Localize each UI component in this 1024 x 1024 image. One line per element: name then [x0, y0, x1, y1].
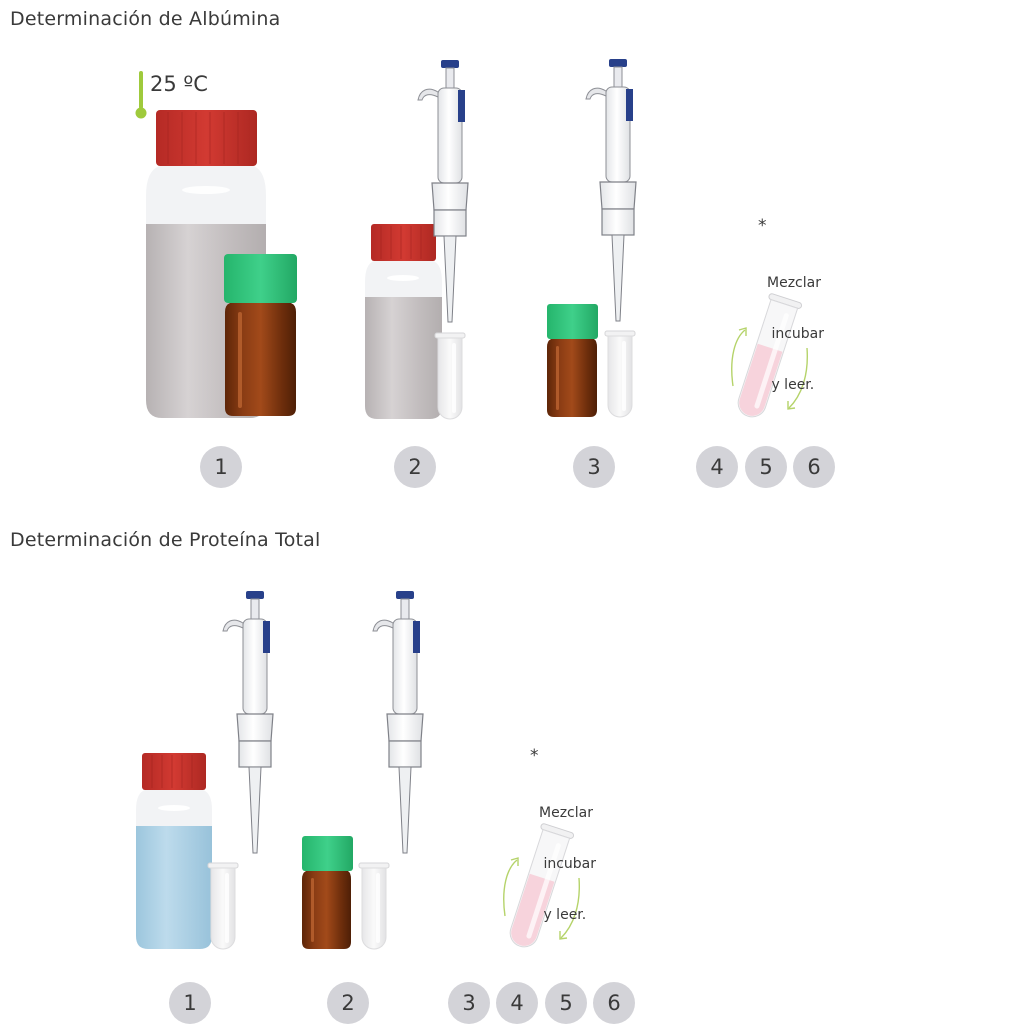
micropipette-icon — [585, 58, 637, 322]
section-title-proteina-total: Determinación de Proteína Total — [10, 529, 321, 551]
section-title-albumina: Determinación de Albúmina — [10, 8, 281, 30]
note-line: y leer. — [539, 907, 587, 923]
step-number: 2 — [327, 982, 369, 1024]
micropipette-icon — [372, 590, 424, 854]
step-number: 5 — [545, 982, 587, 1024]
thermometer-icon — [135, 71, 147, 119]
mix-incubate-read-note: * Mezclar incubar y leer. — [758, 218, 825, 411]
note-line: y leer. — [767, 377, 815, 393]
mix-incubate-read-note: * Mezclar incubar y leer. — [530, 748, 597, 941]
test-tube-icon — [604, 330, 636, 418]
reagent-bottle-icon — [365, 224, 442, 419]
step-number: 2 — [394, 446, 436, 488]
amber-vial-icon — [224, 254, 297, 416]
amber-vial-icon — [302, 836, 353, 949]
step-number: 3 — [573, 446, 615, 488]
test-tube-icon — [358, 862, 390, 950]
step-number: 1 — [200, 446, 242, 488]
amber-vial-icon — [547, 304, 598, 417]
micropipette-icon — [222, 590, 274, 854]
temperature-label: 25 ºC — [150, 72, 208, 96]
step-number: 5 — [745, 446, 787, 488]
step-number: 6 — [593, 982, 635, 1024]
asterisk: * — [530, 746, 539, 766]
reagent-bottle-icon — [136, 753, 212, 949]
note-line: Mezclar — [539, 805, 593, 821]
asterisk: * — [758, 216, 767, 236]
step-number: 4 — [696, 446, 738, 488]
step-number: 3 — [448, 982, 490, 1024]
note-line: Mezclar — [767, 275, 821, 291]
test-tube-icon — [207, 862, 239, 950]
test-tube-icon — [434, 332, 466, 420]
step-number: 1 — [169, 982, 211, 1024]
step-number: 6 — [793, 446, 835, 488]
note-line: incubar — [539, 856, 597, 872]
step-number: 4 — [496, 982, 538, 1024]
note-line: incubar — [767, 326, 825, 342]
